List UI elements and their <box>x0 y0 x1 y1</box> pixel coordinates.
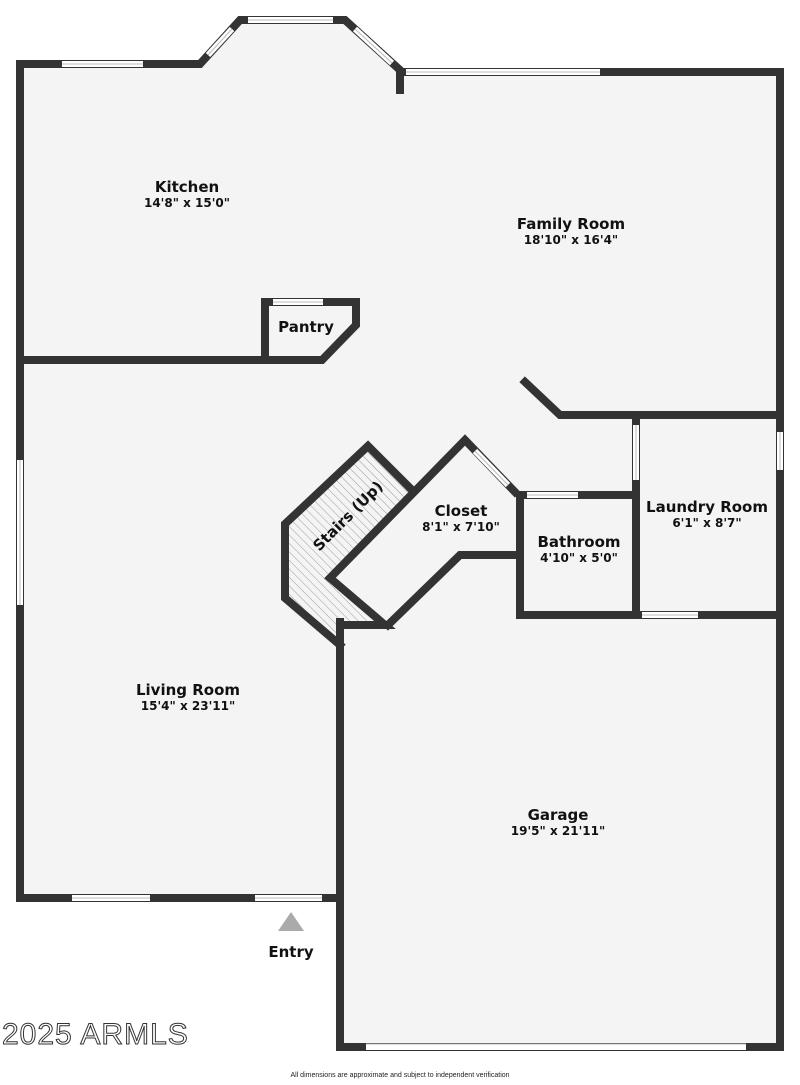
floor-main <box>20 20 780 1047</box>
room-closet: Closet 8'1" x 7'10" <box>422 502 500 534</box>
room-dimensions: 6'1" x 8'7" <box>672 516 742 530</box>
entry-label: Entry <box>268 943 314 961</box>
room-dimensions: 4'10" x 5'0" <box>540 551 618 565</box>
wall-outer-top-right <box>336 68 784 1051</box>
entry-arrow-icon <box>278 912 304 931</box>
room-name: Family Room <box>516 215 626 233</box>
room-name: Living Room <box>135 681 241 699</box>
room-dimensions: 15'4" x 23'11" <box>140 699 236 713</box>
wall-kitchen-living <box>16 298 360 364</box>
room-laundry-room: Laundry Room 6'1" x 8'7" <box>646 498 768 530</box>
wall-stairs <box>281 440 418 651</box>
room-name: Pantry <box>278 318 334 336</box>
room-garage: Garage 19'5" x 21'11" <box>511 806 605 838</box>
room-name: Laundry Room <box>646 498 768 516</box>
room-pantry: Pantry <box>278 318 334 336</box>
watermark: 2025 ARMLS <box>2 1018 189 1052</box>
room-bathroom: Bathroom 4'10" x 5'0" <box>537 533 620 565</box>
room-name: Bathroom <box>537 533 621 551</box>
room-dimensions: 18'10" x 16'4" <box>523 233 619 247</box>
room-family-room: Family Room 18'10" x 16'4" <box>517 215 625 247</box>
room-dimensions: 8'1" x 7'10" <box>422 520 500 534</box>
wall-closet-bottom <box>382 551 524 631</box>
room-kitchen: Kitchen 14'8" x 15'0" <box>144 178 230 210</box>
room-name: Kitchen <box>154 178 220 196</box>
windows <box>17 17 783 1050</box>
room-dimensions: 14'8" x 15'0" <box>143 196 231 210</box>
room-name: Closet <box>434 502 488 520</box>
interior-doors <box>273 299 698 618</box>
room-living-room: Living Room 15'4" x 23'11" <box>136 681 240 713</box>
room-name: Garage <box>527 806 589 824</box>
disclaimer: All dimensions are approximate and subje… <box>290 1072 510 1079</box>
room-dimensions: 19'5" x 21'11" <box>510 824 606 838</box>
wall-family-laundry <box>519 376 784 419</box>
